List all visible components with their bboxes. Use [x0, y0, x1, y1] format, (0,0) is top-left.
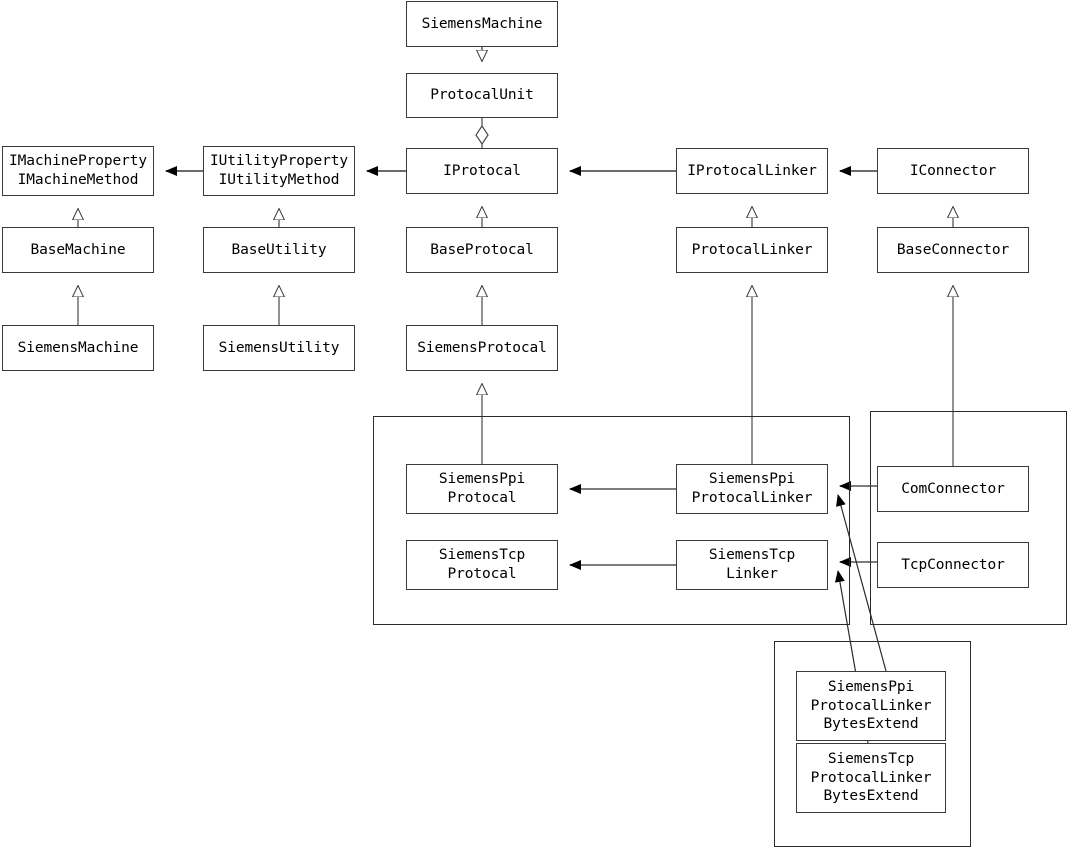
class-box-siemens-machine-top[interactable]: SiemensMachine	[406, 1, 558, 47]
class-box-siemens-utility[interactable]: SiemensUtility	[203, 325, 355, 371]
class-box-iutility-property-method[interactable]: IUtilityProperty IUtilityMethod	[203, 146, 355, 196]
class-box-com-connector[interactable]: ComConnector	[877, 466, 1029, 512]
group-connectors	[870, 411, 1067, 625]
class-box-imachine-property-method[interactable]: IMachineProperty IMachineMethod	[2, 146, 154, 196]
class-box-siemens-ppi-protocal-linker[interactable]: SiemensPpi ProtocalLinker	[676, 464, 828, 514]
class-box-siemens-ppi-protocal[interactable]: SiemensPpi Protocal	[406, 464, 558, 514]
class-box-protocal-unit[interactable]: ProtocalUnit	[406, 73, 558, 118]
class-box-iprotocal-linker[interactable]: IProtocalLinker	[676, 148, 828, 194]
class-box-siemens-tcp-linker[interactable]: SiemensTcp Linker	[676, 540, 828, 590]
class-box-protocal-linker[interactable]: ProtocalLinker	[676, 227, 828, 273]
class-box-siemens-ppi-protocal-linker-bytes-extend[interactable]: SiemensPpi ProtocalLinker BytesExtend	[796, 671, 946, 741]
class-box-siemens-protocal[interactable]: SiemensProtocal	[406, 325, 558, 371]
class-box-siemens-tcp-protocal[interactable]: SiemensTcp Protocal	[406, 540, 558, 590]
class-box-iconnector[interactable]: IConnector	[877, 148, 1029, 194]
class-box-base-protocal[interactable]: BaseProtocal	[406, 227, 558, 273]
class-box-base-utility[interactable]: BaseUtility	[203, 227, 355, 273]
class-box-iprotocal[interactable]: IProtocal	[406, 148, 558, 194]
group-protocal-implementations	[373, 416, 850, 625]
class-box-siemens-machine[interactable]: SiemensMachine	[2, 325, 154, 371]
class-box-base-machine[interactable]: BaseMachine	[2, 227, 154, 273]
class-box-siemens-tcp-protocal-linker-bytes-extend[interactable]: SiemensTcp ProtocalLinker BytesExtend	[796, 743, 946, 813]
edge-protocalunit-to-iprotocal	[475, 118, 489, 148]
class-box-base-connector[interactable]: BaseConnector	[877, 227, 1029, 273]
class-box-tcp-connector[interactable]: TcpConnector	[877, 542, 1029, 588]
